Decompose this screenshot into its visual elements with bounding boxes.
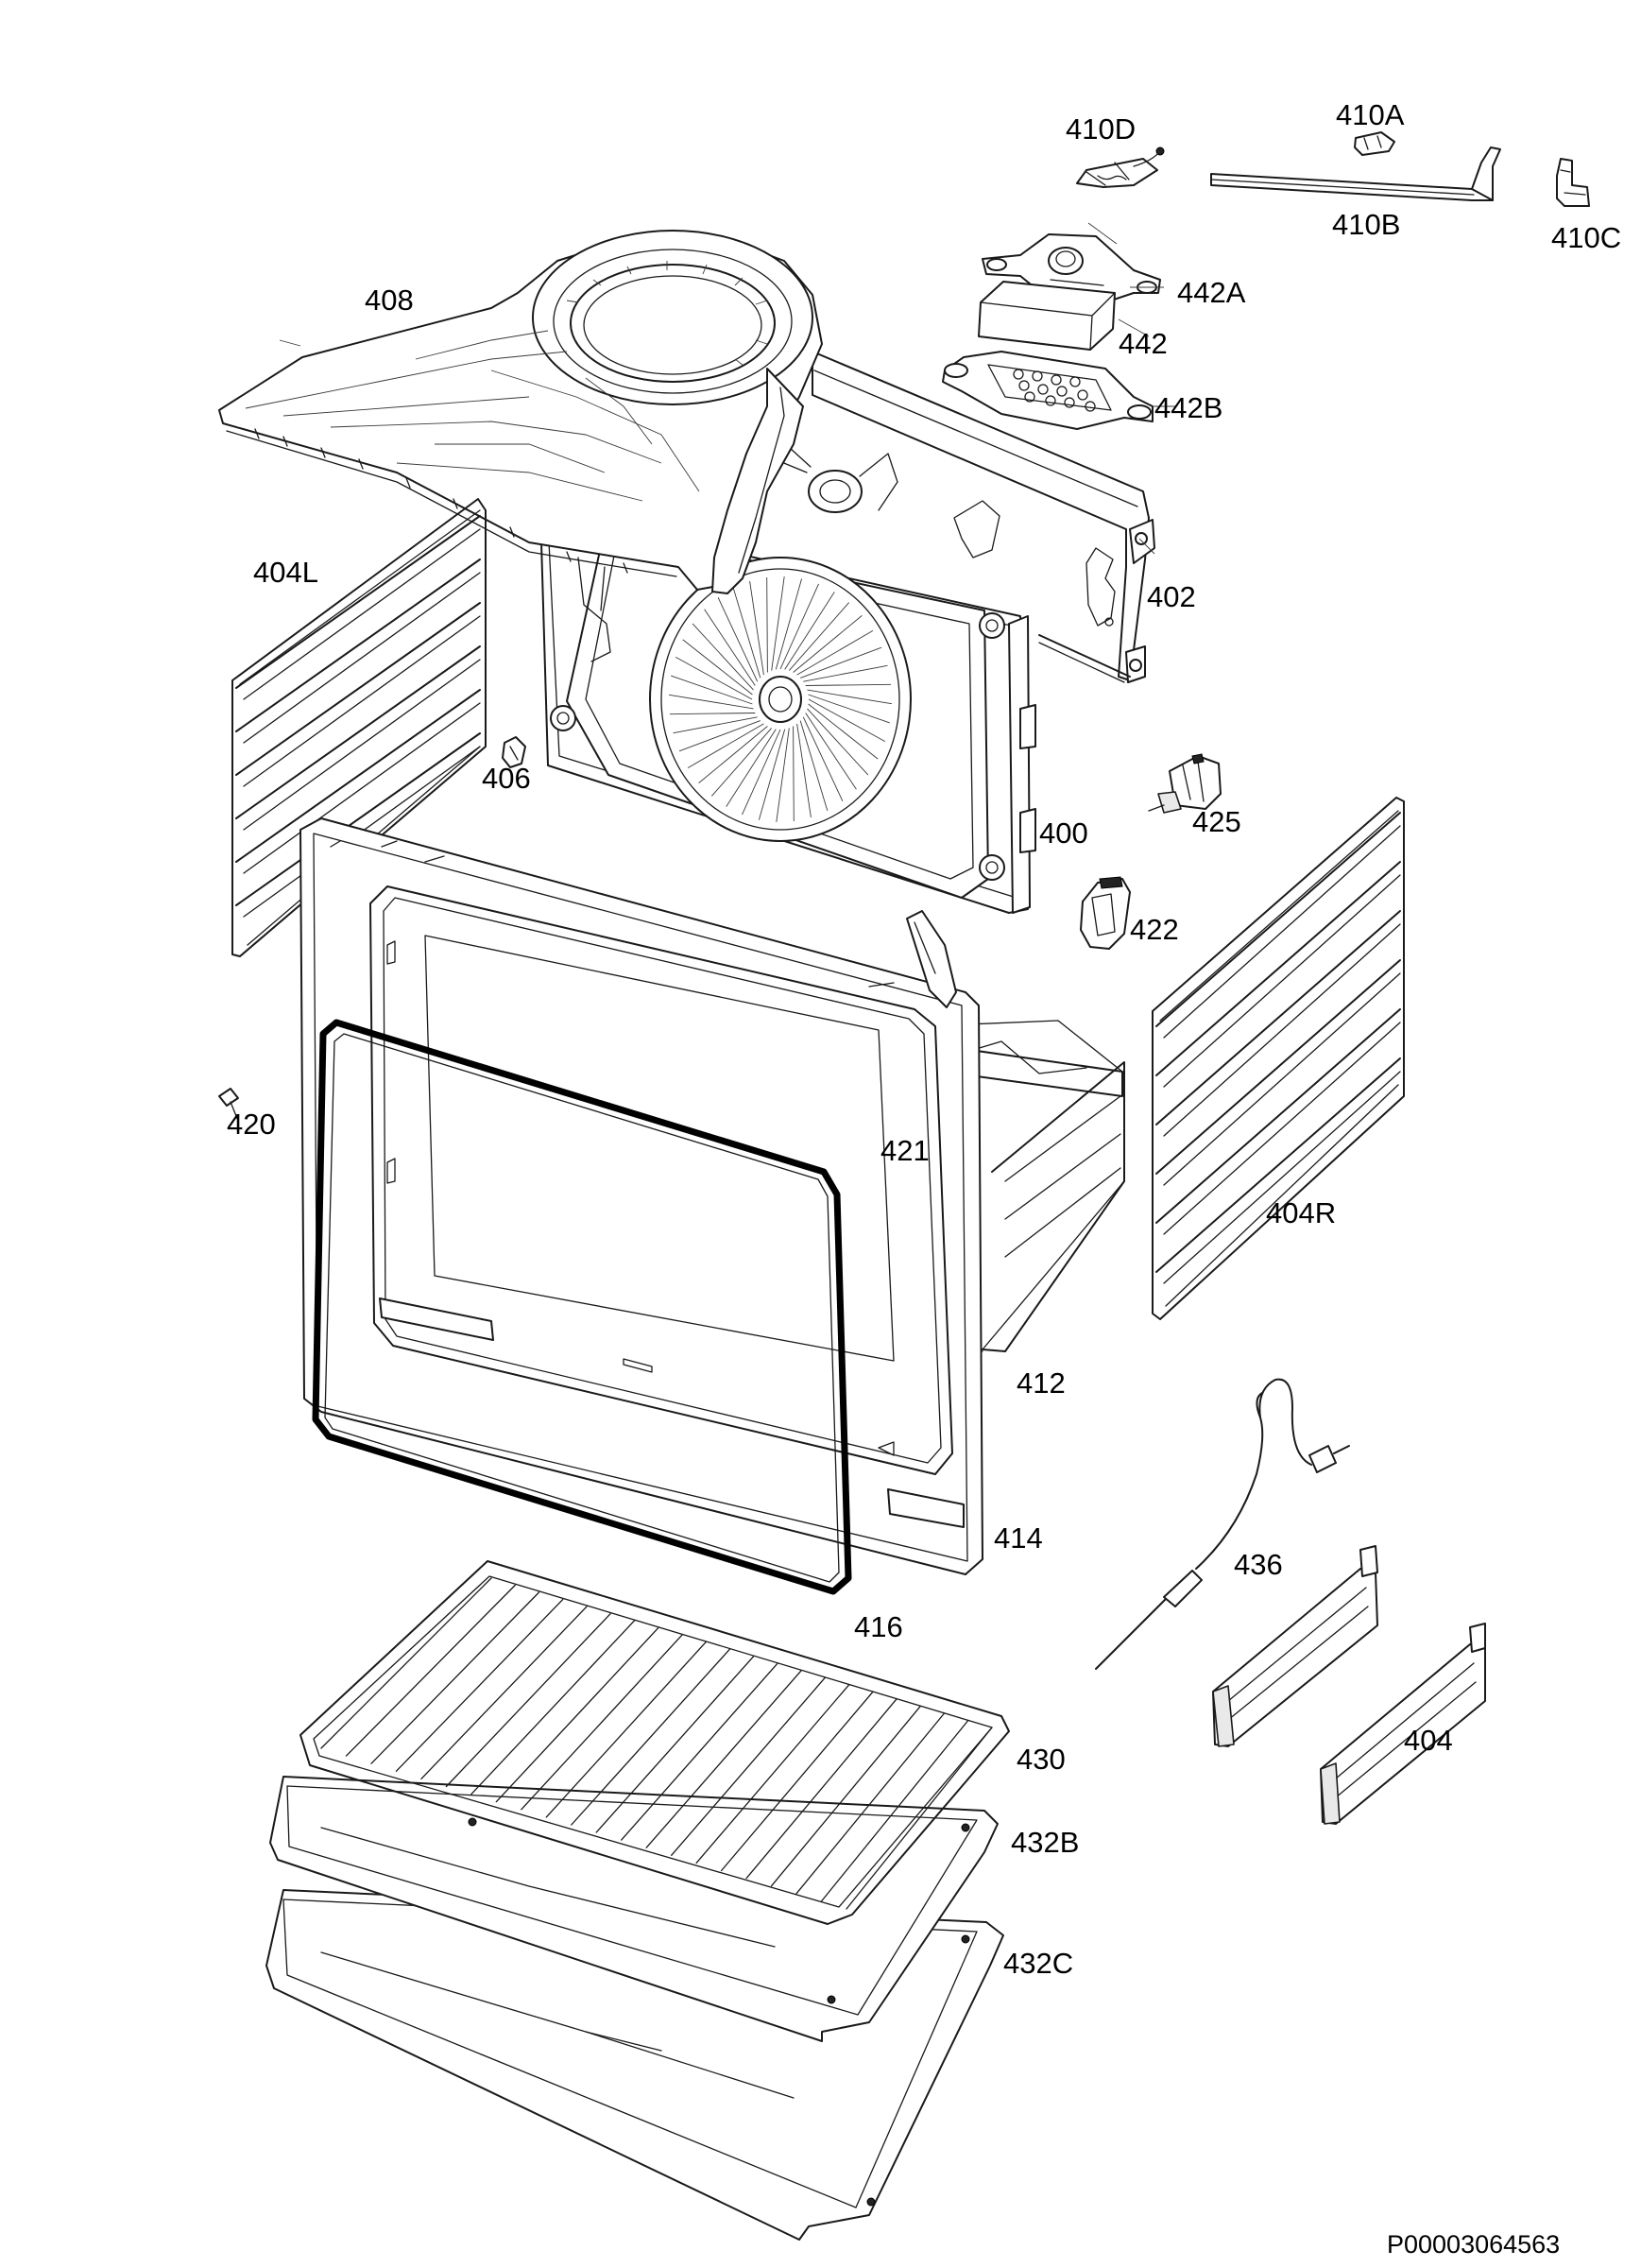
part-416-door-gasket[interactable] <box>312 1019 852 1595</box>
label-414: 414 <box>994 1521 1043 1555</box>
document-code: P00003064563 <box>1387 2230 1560 2259</box>
label-404L: 404L <box>253 556 318 589</box>
label-442: 442 <box>1119 327 1168 360</box>
part-425-door-switch[interactable] <box>1148 753 1222 814</box>
label-430: 430 <box>1017 1743 1066 1776</box>
label-420: 420 <box>227 1108 276 1141</box>
label-408: 408 <box>365 284 414 317</box>
part-404R-right-shelf-rack[interactable] <box>1152 797 1405 1320</box>
part-436-temperature-probe[interactable] <box>1095 1378 1350 1670</box>
label-442A: 442A <box>1177 276 1246 309</box>
part-442-lamp-cover[interactable] <box>978 281 1116 351</box>
part-400-cavity-back-panel[interactable] <box>539 447 1036 914</box>
part-432B-baking-tray[interactable] <box>269 1776 999 2042</box>
part-labels: 410D 410A 410B 410C 442A 442 442B 408 40… <box>227 98 1621 2259</box>
part-408-top-cover[interactable] <box>218 230 823 594</box>
label-406: 406 <box>482 762 531 795</box>
part-410D-sensor-bracket[interactable] <box>1076 146 1165 188</box>
part-414-front-frame[interactable] <box>299 817 983 1575</box>
label-402: 402 <box>1147 580 1196 613</box>
label-432C: 432C <box>1003 1947 1073 1980</box>
label-416: 416 <box>854 1610 903 1643</box>
leader-lines <box>279 222 1175 555</box>
part-410C-bracket[interactable] <box>1556 158 1590 207</box>
label-421: 421 <box>880 1134 930 1167</box>
label-404: 404 <box>1404 1724 1453 1757</box>
label-425: 425 <box>1192 805 1241 838</box>
label-412: 412 <box>1017 1366 1066 1400</box>
label-400: 400 <box>1039 816 1088 850</box>
part-422-lamp-socket[interactable] <box>1080 876 1131 950</box>
label-422: 422 <box>1130 913 1179 946</box>
label-410B: 410B <box>1332 208 1400 241</box>
part-406-clip[interactable] <box>502 736 526 768</box>
part-404-telescopic-runners[interactable] <box>1212 1545 1486 1825</box>
label-442B: 442B <box>1154 391 1222 424</box>
part-402-rear-rail[interactable] <box>812 351 1155 683</box>
part-410B-rod[interactable] <box>1210 146 1501 201</box>
label-410A: 410A <box>1336 98 1405 131</box>
label-404R: 404R <box>1266 1196 1336 1229</box>
part-420-screw[interactable] <box>218 1088 239 1122</box>
label-432B: 432B <box>1011 1826 1079 1859</box>
label-410D: 410D <box>1066 112 1136 146</box>
part-442B-lamp-gasket[interactable] <box>942 351 1154 430</box>
label-436: 436 <box>1234 1548 1283 1581</box>
label-410C: 410C <box>1551 221 1621 254</box>
part-430-wire-grid-shelf[interactable] <box>299 1560 1010 1925</box>
part-410A-clip[interactable] <box>1354 131 1395 156</box>
